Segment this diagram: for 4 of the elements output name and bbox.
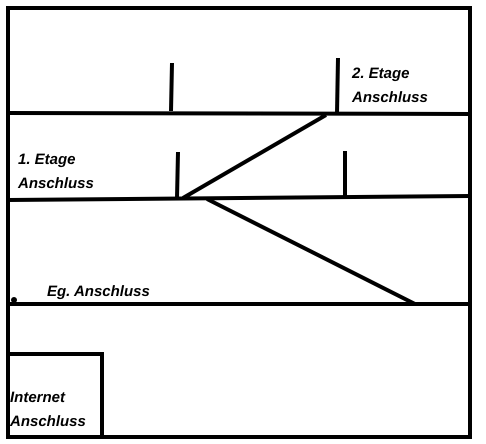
floor-label: 2. Etage Anschluss [352, 64, 429, 108]
floor-label: Eg. Anschluss [47, 282, 151, 302]
box-label: Internet Anschluss [10, 388, 87, 432]
floor-label: 1. Etage Anschluss [18, 150, 95, 194]
